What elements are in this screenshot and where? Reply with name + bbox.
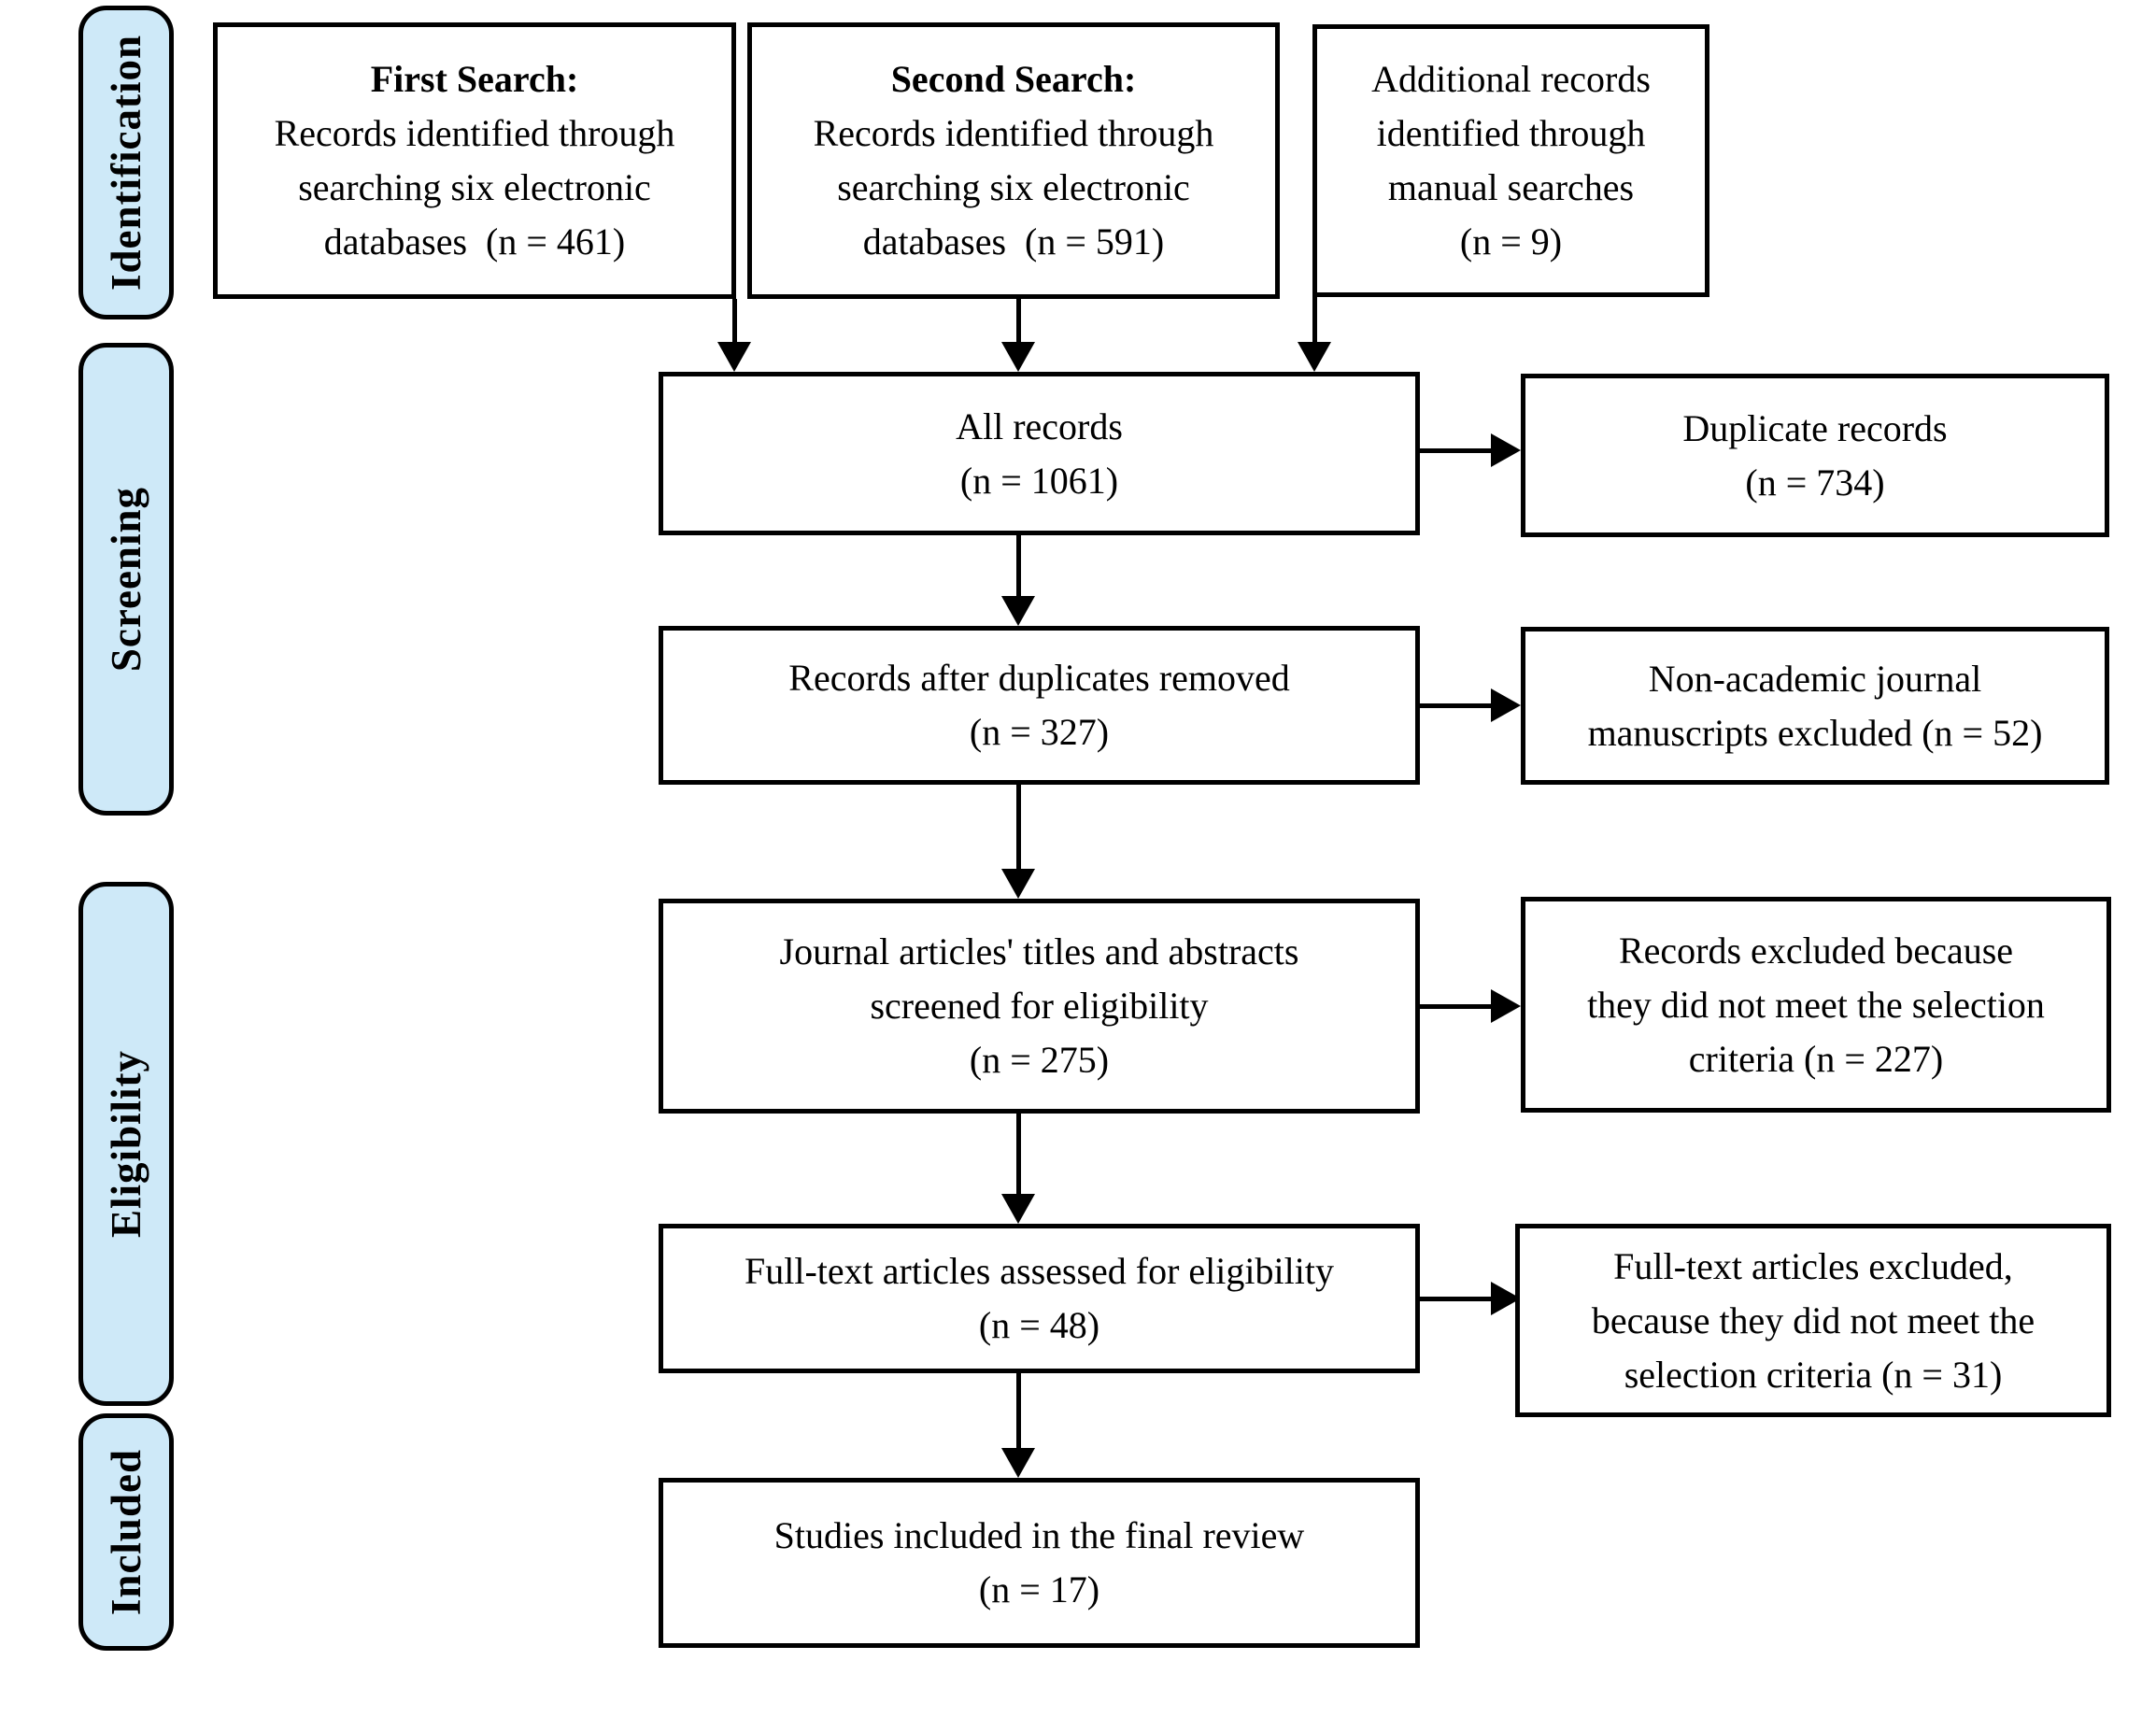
after-duplicates-line: (n = 327) xyxy=(969,711,1110,753)
records-excluded-line: criteria (n = 227) xyxy=(1688,1037,1944,1080)
connector-all-records-down xyxy=(1016,535,1021,598)
stage-eligibility-label: Eligibility xyxy=(103,1049,149,1239)
studies-included-line: Studies included in the final review xyxy=(773,1514,1305,1556)
arrowhead-first-search-down-icon xyxy=(717,342,751,372)
box-studies-included: Studies included in the final review (n … xyxy=(659,1478,1420,1648)
records-excluded-line: they did not meet the selection xyxy=(1587,983,2045,1026)
connector-screened-to-excluded xyxy=(1420,1004,1493,1009)
manual-search-line: (n = 9) xyxy=(1459,220,1563,263)
arrowhead-after-duplicates-down-icon xyxy=(1001,869,1035,899)
manual-search-line: Additional records xyxy=(1371,58,1651,100)
box-all-records: All records (n = 1061) xyxy=(659,372,1420,535)
studies-included-line: (n = 17) xyxy=(978,1568,1100,1611)
fulltext-excluded-line: Full-text articles excluded, xyxy=(1613,1244,2013,1287)
first-search-line: databases (n = 461) xyxy=(323,220,626,263)
connector-screened-down xyxy=(1016,1114,1021,1196)
manual-search-line: manual searches xyxy=(1387,166,1635,208)
titles-screened-line: (n = 275) xyxy=(969,1039,1110,1081)
second-search-title: Second Search: xyxy=(890,58,1137,100)
first-search-line: Records identified through xyxy=(274,112,675,154)
stage-included: Included xyxy=(78,1413,174,1651)
connector-after-duplicates-to-nonacademic xyxy=(1420,703,1493,708)
second-search-line: searching six electronic xyxy=(837,166,1190,208)
arrowhead-to-duplicates-icon xyxy=(1491,433,1521,467)
connector-assessed-to-ft-excluded xyxy=(1420,1297,1493,1301)
second-search-line: databases (n = 591) xyxy=(862,220,1165,263)
arrowhead-to-nonacademic-icon xyxy=(1491,688,1521,722)
stage-screening: Screening xyxy=(78,343,174,816)
box-non-academic-excluded: Non-academic journal manuscripts exclude… xyxy=(1521,627,2109,785)
records-excluded-line: Records excluded because xyxy=(1618,929,2014,972)
box-after-duplicates: Records after duplicates removed (n = 32… xyxy=(659,626,1420,785)
first-search-line: searching six electronic xyxy=(298,166,651,208)
non-academic-line: manuscripts excluded (n = 52) xyxy=(1587,711,2043,754)
second-search-line: Records identified through xyxy=(813,112,1214,154)
connector-manual-search-down xyxy=(1312,297,1317,342)
box-manual-search: Additional records identified through ma… xyxy=(1312,24,1709,297)
box-records-excluded: Records excluded because they did not me… xyxy=(1521,897,2111,1113)
connector-all-records-to-duplicates xyxy=(1420,448,1493,453)
duplicate-records-line: Duplicate records xyxy=(1682,406,1948,449)
arrowhead-manual-search-down-icon xyxy=(1298,342,1331,372)
titles-screened-line: screened for eligibility xyxy=(870,985,1209,1027)
fulltext-excluded-line: selection criteria (n = 31) xyxy=(1624,1353,2003,1396)
connector-assessed-down xyxy=(1016,1373,1021,1450)
non-academic-line: Non-academic journal xyxy=(1648,657,1982,700)
box-fulltext-excluded: Full-text articles excluded, because the… xyxy=(1515,1224,2111,1417)
arrowhead-assessed-down-icon xyxy=(1001,1448,1035,1478)
fulltext-assessed-line: (n = 48) xyxy=(978,1304,1100,1346)
fulltext-assessed-line: Full-text articles assessed for eligibil… xyxy=(745,1250,1334,1292)
duplicate-records-line: (n = 734) xyxy=(1745,461,1885,504)
connector-second-search-down xyxy=(1016,299,1021,342)
first-search-title: First Search: xyxy=(370,58,579,100)
box-titles-abstracts-screened: Journal articles' titles and abstracts s… xyxy=(659,899,1420,1114)
box-fulltext-assessed: Full-text articles assessed for eligibil… xyxy=(659,1224,1420,1373)
box-duplicate-records: Duplicate records (n = 734) xyxy=(1521,374,2109,537)
arrowhead-all-records-down-icon xyxy=(1001,596,1035,626)
connector-first-search-down xyxy=(732,299,737,342)
stage-screening-label: Screening xyxy=(103,486,149,673)
stage-identification-label: Identification xyxy=(103,34,149,291)
arrowhead-screened-down-icon xyxy=(1001,1194,1035,1224)
box-first-search: First Search: Records identified through… xyxy=(213,22,736,299)
stage-identification: Identification xyxy=(78,6,174,319)
arrowhead-second-search-down-icon xyxy=(1001,342,1035,372)
titles-screened-line: Journal articles' titles and abstracts xyxy=(779,930,1299,972)
box-second-search: Second Search: Records identified throug… xyxy=(747,22,1280,299)
fulltext-excluded-line: because they did not meet the xyxy=(1591,1298,2035,1341)
all-records-line: (n = 1061) xyxy=(959,459,1119,502)
stage-included-label: Included xyxy=(103,1448,149,1616)
connector-after-duplicates-down xyxy=(1016,785,1021,871)
all-records-line: All records xyxy=(956,404,1123,447)
stage-eligibility: Eligibility xyxy=(78,882,174,1406)
arrowhead-to-records-excluded-icon xyxy=(1491,989,1521,1023)
manual-search-line: identified through xyxy=(1376,112,1646,154)
after-duplicates-line: Records after duplicates removed xyxy=(788,657,1290,699)
